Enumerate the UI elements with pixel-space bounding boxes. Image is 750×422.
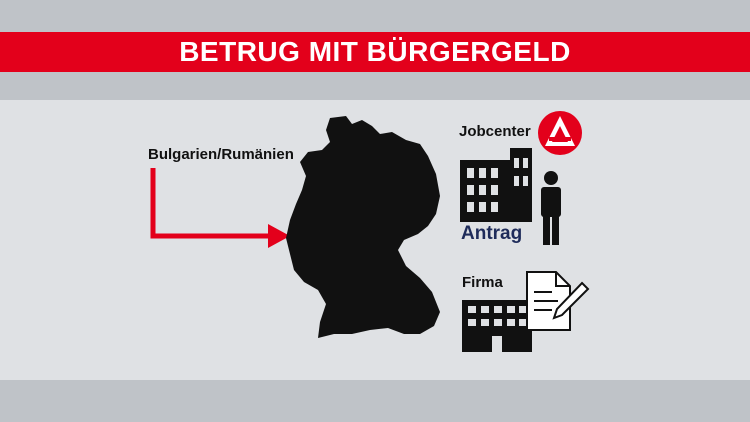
person-icon (541, 171, 561, 245)
title-bar: BETRUG MIT BÜRGERGELD (0, 32, 750, 72)
company-label: Firma (462, 274, 503, 291)
germany-map-icon (286, 116, 440, 338)
page-title: BETRUG MIT BÜRGERGELD (179, 36, 571, 67)
agency-logo-icon (538, 111, 582, 155)
office-building-icon (460, 148, 532, 222)
application-label: Antrag (461, 223, 523, 244)
arrow-icon (150, 168, 290, 248)
bottom-band (0, 380, 750, 422)
origin-label: Bulgarien/Rumänien (148, 146, 294, 163)
pencil-icon (552, 281, 590, 320)
jobcenter-label: Jobcenter (459, 123, 531, 140)
company-building-icon (462, 300, 532, 352)
